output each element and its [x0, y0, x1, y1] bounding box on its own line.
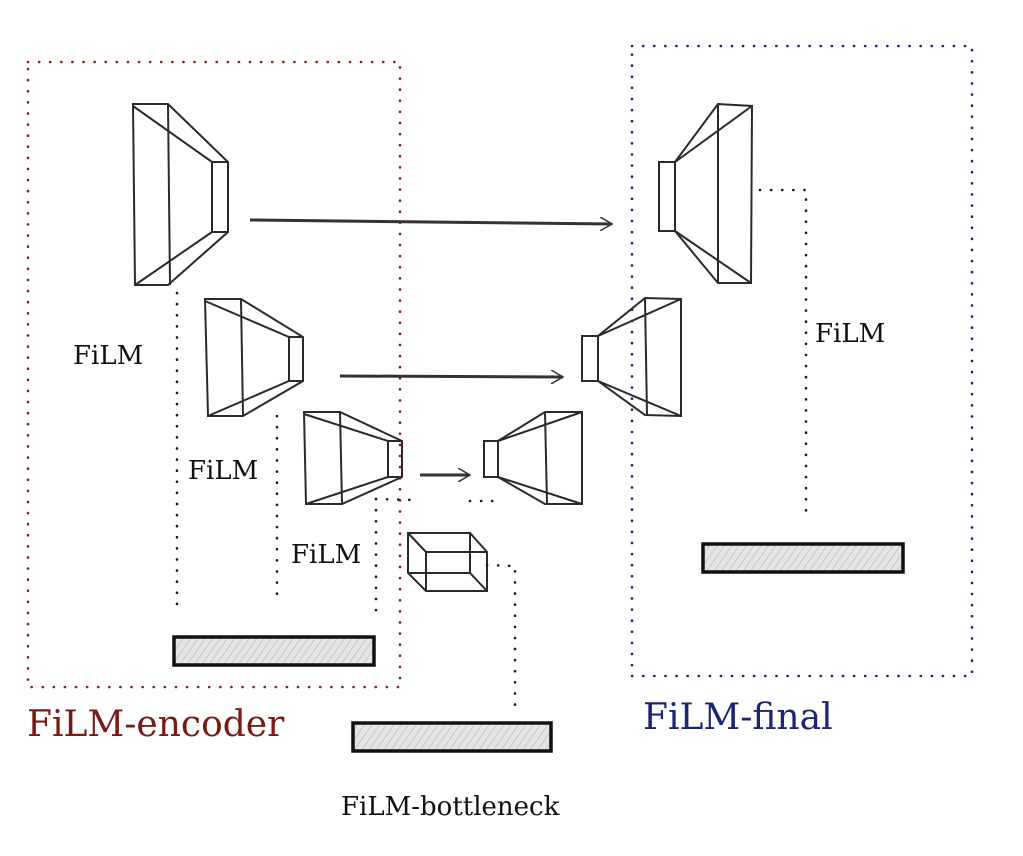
- encoder-block-2: [203, 298, 304, 417]
- final-region-box: [630, 44, 974, 678]
- bottleneck-region-title: FiLM-bottleneck: [341, 792, 560, 822]
- skip-arrow-1: [249, 220, 612, 224]
- decoder-block-1: [483, 411, 583, 505]
- film-label-enc2: FiLM: [188, 456, 258, 486]
- encoder-block-3: [302, 411, 403, 505]
- film-label-enc1: FiLM: [73, 341, 143, 371]
- film-label-final: FiLM: [815, 319, 885, 349]
- encoder-block-1: [131, 103, 229, 286]
- encoder-conditioning-bar: [172, 635, 376, 667]
- bottleneck-cube: [407, 532, 488, 592]
- bottleneck-conditioning-bar: [351, 721, 553, 753]
- film-label-enc3: FiLM: [291, 540, 361, 570]
- encoder-region-title: FiLM-encoder: [27, 704, 285, 745]
- film-line-bottleneck: [485, 563, 517, 707]
- decoder-block-2: [581, 296, 682, 418]
- final-conditioning-bar: [701, 542, 905, 574]
- film-line-enc3-dots: [374, 497, 418, 502]
- decoder-block-3: [658, 102, 754, 284]
- film-line-final: [758, 188, 808, 520]
- final-region-title: FiLM-final: [643, 697, 833, 738]
- encoder-region-box: [26, 60, 402, 689]
- skip-arrow-2: [339, 376, 563, 377]
